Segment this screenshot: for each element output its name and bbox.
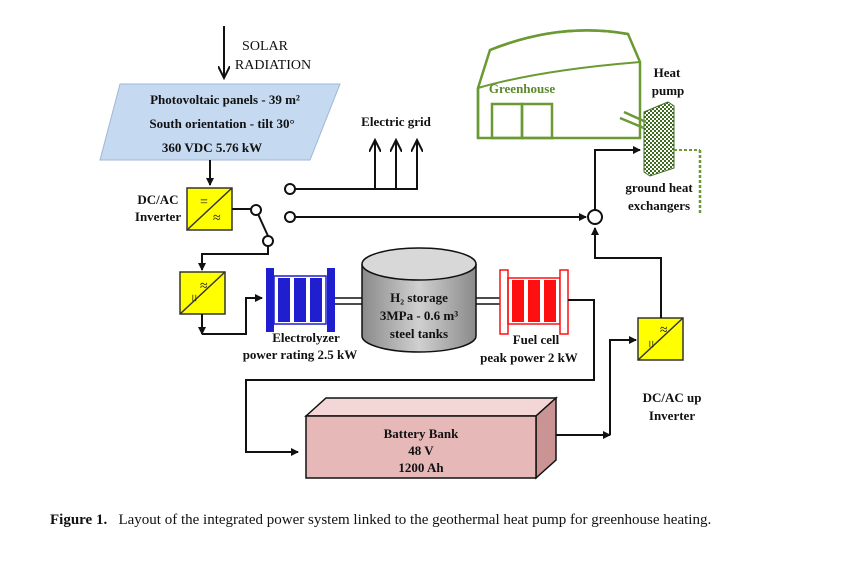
inverter-ac-symbol: ≈ (213, 211, 221, 226)
battery-label-2: 48 V (408, 443, 434, 458)
inverter-diagonal (186, 187, 233, 231)
pv-line-3: 360 VDC 5.76 kW (162, 140, 262, 155)
electrolyzer-end-right (327, 268, 335, 332)
battery-to-upinverter-line (609, 336, 637, 435)
switch-to-converter-line (198, 246, 269, 271)
fuel-cell: Fuel cell peak power 2 kW (480, 269, 578, 365)
greenhouse-label: Greenhouse (489, 81, 555, 96)
switch-node-1 (250, 204, 262, 216)
heatpump-unit (643, 101, 675, 177)
converter-ac-symbol: ≈ (200, 279, 208, 294)
h2-storage-tank: H₂ storage 3MPa - 0.6 m³ steel tanks (361, 247, 477, 353)
dcac-inverter: DC/AC Inverter = ≈ (135, 187, 233, 231)
electrolyzer: Electrolyzer power rating 2.5 kW (243, 268, 358, 362)
h2-pipe-out (476, 297, 500, 305)
switch-node-2 (262, 235, 274, 247)
electrolyzer-cell-1 (278, 278, 290, 322)
solar-radiation: SOLAR RADIATION (224, 26, 311, 78)
electric-grid: Electric grid (295, 114, 432, 190)
junction-to-heatpump-line (594, 146, 641, 210)
heatpump-pipe-1 (619, 116, 645, 130)
greenhouse-roof (489, 29, 629, 52)
battery-bank: Battery Bank 48 V 1200 Ah (304, 396, 558, 480)
heat-pump: Heat pump ground heat exchangers (619, 65, 702, 214)
pv-panel-shape (99, 83, 341, 161)
upinverter-to-junction-line (591, 227, 662, 318)
solar-label-2: RADIATION (235, 58, 311, 73)
electrolyzer-label-1: Electrolyzer (272, 330, 340, 345)
up-inverter-label-1: DC/AC up (643, 390, 702, 405)
converter-dc-symbol: = (188, 294, 203, 302)
greenhouse-door-left (490, 102, 524, 140)
grid-node (284, 183, 296, 195)
inverter-label-2: Inverter (135, 209, 181, 224)
heatpump-junction (587, 209, 603, 225)
heatpump-label-1: Heat (654, 65, 681, 80)
h2-pipe-in (335, 297, 362, 305)
electrolyzer-end-left (266, 268, 274, 332)
grid-label: Electric grid (361, 114, 431, 129)
caption-label: Figure 1. (50, 512, 108, 528)
fuelcell-cell-2 (528, 280, 540, 322)
up-inverter-diagonal (637, 317, 684, 361)
tank-top (361, 247, 477, 281)
switch-lever (257, 213, 269, 237)
fuelcell-label-1: Fuel cell (513, 332, 560, 347)
switch (232, 183, 296, 247)
caption-text: Layout of the integrated power system li… (118, 512, 712, 528)
tank-label-2: 3MPa - 0.6 m³ (380, 308, 458, 323)
greenhouse-door-right (520, 102, 554, 140)
up-inverter-ac-symbol: ≈ (660, 323, 668, 338)
fuelcell-cell-1 (512, 280, 524, 322)
electrolyzer-label-2: power rating 2.5 kW (243, 347, 358, 362)
inverter-label-1: DC/AC (137, 192, 178, 207)
tank-label-3: steel tanks (390, 326, 448, 341)
dcdc-converter: = ≈ (179, 246, 269, 335)
battery-label-3: 1200 Ah (398, 460, 444, 475)
inverter-dc-symbol: = (200, 195, 208, 210)
figure-caption: Figure 1. Layout of the integrated power… (50, 510, 820, 531)
pv-line-1: Photovoltaic panels - 39 m² (150, 92, 300, 107)
heatpump-label-2: pump (652, 83, 685, 98)
electrolyzer-frame (273, 275, 327, 325)
fuelcell-end-right (559, 269, 569, 335)
battery-label-1: Battery Bank (384, 426, 460, 441)
ground-hx-label-1: ground heat (625, 180, 693, 195)
greenhouse-eave (477, 61, 641, 89)
battery-top (304, 397, 558, 417)
dcac-up-inverter: = ≈ DC/AC up Inverter (591, 227, 702, 423)
tank-body (361, 264, 477, 353)
electrolyzer-cell-3 (310, 278, 322, 322)
fuelcell-cell-3 (544, 280, 556, 322)
converter-to-electrolyzer-line (202, 294, 263, 335)
up-inverter-dc-symbol: = (645, 340, 660, 348)
fuelcell-label-2: peak power 2 kW (480, 350, 578, 365)
heatpump-pipe-2 (623, 110, 647, 124)
greenhouse: Greenhouse (476, 29, 642, 140)
tank-label-1: H₂ storage (390, 290, 448, 305)
battery-front (305, 415, 537, 479)
pv-panel: Photovoltaic panels - 39 m² South orient… (99, 83, 341, 161)
electrolyzer-cell-2 (294, 278, 306, 322)
heatpump-node (284, 211, 296, 223)
fuelcell-end-left (499, 269, 509, 335)
ground-hx-label-2: exchangers (628, 198, 690, 213)
converter-diagonal (179, 271, 226, 315)
pv-line-2: South orientation - tilt 30° (149, 116, 294, 131)
solar-label-1: SOLAR (242, 39, 289, 54)
fuelcell-to-battery-line (245, 299, 595, 456)
up-inverter-label-2: Inverter (649, 408, 695, 423)
